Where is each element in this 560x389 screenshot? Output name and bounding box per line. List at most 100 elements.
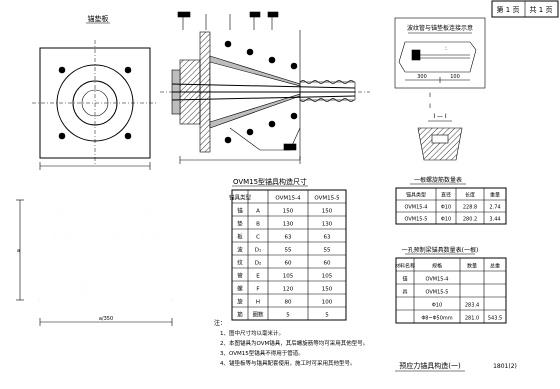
table-cell: 板 bbox=[237, 232, 243, 240]
page-total-label: 共 1 页 bbox=[530, 5, 553, 14]
table-header-cell: 长度 bbox=[465, 192, 475, 199]
note-item: 4、锚垫板等与锚具配套使用，施工时可采用其他型号。 bbox=[220, 359, 356, 367]
section-label-top: I bbox=[429, 92, 431, 99]
table-cell: OVM15-5 bbox=[405, 217, 428, 223]
bolt-hole bbox=[58, 66, 66, 74]
table-cell: 60 bbox=[324, 260, 331, 266]
spiral-reinforcement-view: a a/350 bbox=[16, 198, 174, 326]
table-cell: 筋 bbox=[237, 310, 243, 318]
detail-dim-left: 300 bbox=[417, 74, 427, 80]
table-cell: 60 bbox=[285, 260, 292, 266]
table-cell: 280.2 bbox=[463, 217, 477, 223]
detail-mark: : bbox=[445, 45, 447, 52]
bolt-hole bbox=[124, 66, 132, 74]
table-cell: 150 bbox=[322, 208, 333, 214]
table-cell: 55 bbox=[285, 247, 292, 253]
table-cell: Φ10 bbox=[441, 217, 451, 223]
table-cell: 228.8 bbox=[463, 205, 477, 211]
page-current-label: 第 1 页 bbox=[497, 5, 520, 14]
detail-dim-right: 100 bbox=[450, 74, 460, 80]
table-cell: 螺 bbox=[237, 284, 243, 292]
dimension-table: OVM15型锚具构造尺寸 锚具类型 OVM15-4 OVM15-5 锚 A 150 150 垫… bbox=[229, 177, 347, 321]
notes-block: 注： 1、图中尺寸均以毫米计。 2、本图锚具为OVM锚具，其后螺旋筋等均可采用其他… bbox=[214, 319, 368, 367]
table-cell: 105 bbox=[283, 273, 294, 279]
table-cell: B bbox=[256, 221, 260, 227]
table-header-cell: 直径 bbox=[441, 192, 451, 199]
dimension-table-title: OVM15型锚具构造尺寸 bbox=[233, 177, 307, 186]
table-header-cell: 材料名称 bbox=[395, 262, 415, 269]
table-cell: E bbox=[256, 273, 260, 279]
table-cell: 283.4 bbox=[465, 302, 479, 308]
table-cell: 3.44 bbox=[489, 217, 500, 223]
bolt-hole bbox=[124, 132, 132, 140]
table-cell: D₂ bbox=[255, 260, 261, 266]
spiral-width-dim: a/350 bbox=[99, 316, 113, 322]
table-cell: 543.5 bbox=[488, 315, 502, 321]
table-cell: OVM15-4 bbox=[405, 205, 428, 211]
table-cell: OVM15-4 bbox=[426, 276, 449, 282]
detail-title: 波纹管与锚垫板连接示意 bbox=[407, 24, 473, 32]
table-cell: 5 bbox=[286, 312, 290, 318]
table-cell: 150 bbox=[283, 208, 294, 214]
note-item: 1、图中尺寸均以毫米计。 bbox=[220, 329, 284, 337]
table-cell: 锚 bbox=[402, 275, 407, 282]
table-cell: 63 bbox=[324, 234, 331, 240]
table-cell: A bbox=[256, 208, 260, 214]
table-cell: 垫 bbox=[237, 219, 243, 227]
table-cell: 具 bbox=[402, 289, 407, 295]
table-cell: 圈数 bbox=[252, 310, 264, 318]
spiral-section-dots bbox=[224, 40, 298, 144]
drawing-title-block: 预应力锚具构造(一) 1801(2) bbox=[395, 361, 517, 372]
table-cell: 波 bbox=[237, 245, 243, 253]
table-header-cell: 数量 bbox=[467, 262, 477, 269]
spiral-table-title: 一根螺旋筋数量表 bbox=[414, 176, 462, 184]
table-cell: 63 bbox=[285, 234, 292, 240]
table-cell: 纹 bbox=[237, 258, 243, 266]
duct-connection-detail: 波纹管与锚垫板连接示意 : 300 100 I I — I I bbox=[394, 17, 486, 161]
table-header-cell: 规格 bbox=[432, 262, 442, 269]
table-header-cell: OVM15-4 bbox=[275, 195, 301, 201]
table-cell: 锚 bbox=[237, 206, 243, 214]
table-cell: 105 bbox=[322, 273, 333, 279]
table-cell: F bbox=[256, 286, 259, 292]
anchor-plate-title: 锚垫板 bbox=[88, 14, 109, 23]
note-item: 2、本图锚具为OVM锚具，其后螺旋筋等均可采用其他型号。 bbox=[220, 339, 368, 347]
bolt-hole bbox=[58, 132, 66, 140]
table-cell: Φ8~Φ50mm bbox=[421, 315, 452, 321]
table-cell: D₁ bbox=[255, 247, 261, 253]
drawing-title: 预应力锚具构造(一) bbox=[399, 361, 461, 370]
table-cell: H bbox=[256, 299, 260, 305]
table-cell: 120 bbox=[283, 286, 294, 292]
anchor-section-elevation bbox=[160, 11, 370, 164]
table-header-cell: 锚具类型 bbox=[406, 192, 426, 199]
table-cell: Φ10 bbox=[441, 205, 451, 211]
table-cell: 2.74 bbox=[489, 205, 500, 211]
table-header-cell: 锚具类型 bbox=[229, 193, 252, 201]
table-cell: C bbox=[256, 234, 260, 240]
spiral-height-dim: a bbox=[17, 248, 20, 254]
table-cell: 150 bbox=[322, 286, 333, 292]
section-label-bottom: I bbox=[429, 103, 431, 110]
table-header-cell: 总重 bbox=[490, 262, 500, 269]
table-cell: 管 bbox=[237, 271, 243, 279]
section-mark: I — I bbox=[433, 113, 447, 120]
page-indicator-block: 第 1 页 共 1 页 bbox=[491, 0, 559, 18]
table-cell: 100 bbox=[322, 299, 333, 305]
section-hatched-block bbox=[417, 127, 463, 161]
notes-heading: 注： bbox=[214, 319, 226, 327]
table-cell: 55 bbox=[324, 247, 331, 253]
drawing-number: 1801(2) bbox=[493, 363, 517, 370]
table-cell: 80 bbox=[285, 299, 292, 305]
table-cell: 旋 bbox=[237, 297, 243, 305]
note-item: 3、OVM15型锚具不得用于管道。 bbox=[220, 349, 304, 357]
anchor-plate-plan-view: 锚垫板 bbox=[32, 14, 158, 170]
table-cell: 130 bbox=[283, 221, 294, 227]
table-cell: Φ10 bbox=[432, 302, 442, 308]
table-cell: 5 bbox=[325, 312, 329, 318]
table-cell: 130 bbox=[322, 221, 333, 227]
table-header-cell: OVM15-5 bbox=[314, 195, 340, 201]
